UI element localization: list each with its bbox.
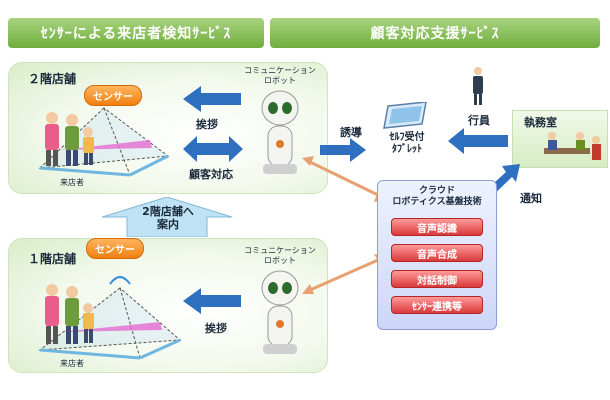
communication-robot-icon [261,270,299,354]
tablet-line1: ｾﾙﾌ受付 [389,132,425,143]
staff-to-tablet-arrow [448,128,508,154]
tablet-icon [383,102,427,129]
floor1-sensor-badge: センサー [86,238,144,259]
floor2-service-label: 顧客対応 [189,168,233,181]
floor2-visitor-label: 来店者 [60,178,84,187]
visitor-family-icon [45,112,94,166]
floor1-visitor-label: 来店者 [60,359,84,368]
greet-arrow [183,288,241,314]
robot-label-line1: コミュニケーション [244,66,316,75]
office-meeting-icon [544,132,601,160]
floor2-sensor-badge: センサー [84,85,142,106]
greet-arrow [183,86,241,112]
guide-line1: 2階店舗へ [142,205,194,218]
tech-item-speech-synthesis: 音声合成 [391,244,483,262]
staff-person-icon [473,67,483,105]
tablet-line2: ﾀﾌﾞﾚｯﾄ [392,144,422,155]
communication-robot-icon [261,90,299,174]
guide-label: 2階店舗へ 案内 [137,205,199,231]
sensor-service-header: ｾﾝｻｰによる来店者検知ｻｰﾋﾞｽ [8,18,264,48]
robot-label-line2: ロボット [264,76,296,85]
cloud-title-line1: クラウド [418,186,455,196]
customer-support-header: 顧客対応支援ｻｰﾋﾞｽ [270,18,600,48]
tech-item-sensor-integration: ｾﾝｻｰ連携等 [391,296,483,314]
guide-up-arrow [102,197,232,237]
detection-cone [38,107,170,169]
floor1-title: １階店舗 [28,252,77,266]
office-label: 執務室 [524,116,557,129]
tech-item-speech-recognition: 音声認識 [391,218,483,236]
cloud-title-line2: ロボティクス基盤技術 [392,197,482,207]
floor2-title: ２階店舗 [28,72,77,86]
floor1-robot-label: コミュニケーション ロボット [232,246,328,266]
visitor-family-icon [45,284,94,344]
guide-right-arrow [320,138,366,162]
guide-line2: 案内 [157,218,179,231]
staff-label: 行員 [468,114,490,127]
robot-label-line1: コミュニケーション [244,246,316,255]
robot-label-line2: ロボット [264,256,296,265]
tech-item-dialog-control: 対話制御 [391,270,483,288]
cloud-title: クラウド ロボティクス基盤技術 [377,186,497,208]
guide-to-tablet-label: 誘導 [340,126,362,139]
floor1-greet-label: 挨拶 [205,322,227,335]
signal-wave-icon [109,276,131,285]
floor2-greet-label: 挨拶 [196,118,218,131]
notify-label: 通知 [520,192,542,205]
self-reception-tablet-label: ｾﾙﾌ受付 ﾀﾌﾞﾚｯﾄ [372,132,442,156]
floor2-robot-label: コミュニケーション ロボット [232,66,328,86]
service-double-arrow [183,136,243,162]
